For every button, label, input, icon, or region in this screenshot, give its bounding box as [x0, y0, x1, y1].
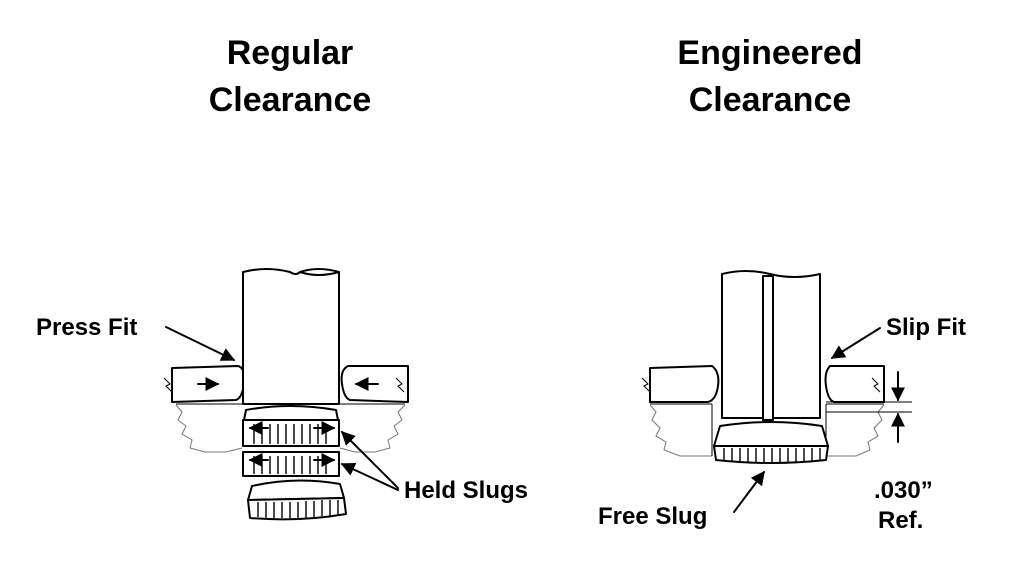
regular-title-line2: Clearance	[209, 81, 372, 119]
engineered-left-plate	[641, 365, 720, 403]
clearance-dimension	[826, 371, 912, 443]
slip-fit-label: Slip Fit	[886, 314, 966, 341]
engineered-title-line1: Engineered	[677, 34, 862, 72]
held-slug-2	[242, 451, 340, 477]
engineered-punch	[721, 270, 821, 421]
engineered-clearance-panel: Engineered Clearance	[598, 34, 966, 534]
free-slug	[713, 421, 829, 464]
free-slug-label: Free Slug	[598, 503, 707, 530]
falling-slug	[247, 479, 347, 521]
held-slugs-label: Held Slugs	[404, 477, 528, 504]
regular-right-plate	[340, 365, 409, 403]
engineered-right-plate	[824, 365, 885, 403]
dimension-ref-label: Ref.	[878, 507, 923, 534]
held-slug-1	[242, 405, 340, 447]
press-fit-label: Press Fit	[36, 314, 137, 341]
regular-title-line1: Regular	[227, 34, 354, 72]
regular-die-outline	[175, 403, 406, 453]
regular-clearance-panel: Regular Clearance	[36, 34, 528, 521]
dimension-value-label: .030”	[874, 477, 933, 504]
engineered-title-line2: Clearance	[689, 81, 852, 119]
regular-punch	[242, 268, 340, 405]
regular-left-plate	[163, 365, 246, 403]
